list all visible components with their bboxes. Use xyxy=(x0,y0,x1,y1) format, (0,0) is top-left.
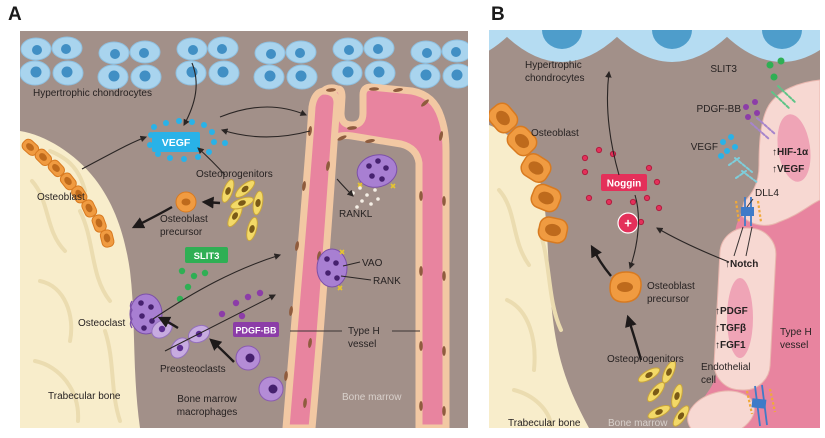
panel-a-diagram: VEGF SLIT3 PDGF-BB xyxy=(20,31,468,428)
panel-a-vao-cell xyxy=(316,248,348,291)
pdgfbb-receptor xyxy=(750,117,776,140)
panel-a-vao-cell-top xyxy=(356,154,398,189)
hypertrophic-chondrocytes-label: Hypertrophic chondrocytes xyxy=(33,88,152,99)
panel-a-preosteoclast-cells xyxy=(151,319,211,359)
noggin-label: Noggin xyxy=(607,179,641,190)
type-h-vessel-label-l2: vessel xyxy=(348,339,376,350)
hypertrophic-chondrocytes-label-l2: chondrocytes xyxy=(525,73,584,84)
trabecular-bone-label: Trabecular bone xyxy=(48,391,121,402)
vegf-box xyxy=(152,132,200,152)
endothelial-cell-label-l1: Endothelial xyxy=(701,362,750,373)
osteoprogenitors-label: Osteoprogenitors xyxy=(196,169,273,180)
slit3-ligand-dots xyxy=(766,57,785,81)
panel-a-vessel-wall-nuclei xyxy=(284,87,446,416)
vegf-label: VEGF xyxy=(691,142,718,153)
slit3-box xyxy=(185,247,228,263)
hif1a-up-label: ↑HIF-1α xyxy=(772,147,809,158)
preosteoclasts-label: Preosteoclasts xyxy=(160,364,226,375)
bone-marrow-macrophages-label-l2: macrophages xyxy=(177,407,238,418)
dll4-label: DLL4 xyxy=(755,188,779,199)
panel-a-thick-arrows xyxy=(131,196,235,363)
plus-label: + xyxy=(624,216,632,231)
osteoblast-precursor-label-l1: Osteoblast xyxy=(647,281,695,292)
bone-marrow-label: Bone marrow xyxy=(608,418,668,428)
type-h-vessel-label-l1: Type H xyxy=(348,326,380,337)
panel-b-trabecular-bone xyxy=(489,125,589,428)
slit3-label: SLIT3 xyxy=(710,64,737,75)
slit3-label: SLIT3 xyxy=(194,251,220,262)
osteoclast-label: Osteoclast xyxy=(78,318,125,329)
plus-badge: + xyxy=(617,212,639,234)
panel-b-osteoblast-precursor-cell xyxy=(609,271,642,303)
panel-b-endothelial-cell xyxy=(713,227,777,391)
pdgf-bb-label: PDGF-BB xyxy=(236,326,277,336)
panel-a-osteoblast-precursor-cell xyxy=(175,191,197,213)
rank-receptor-marks xyxy=(337,249,345,291)
type-h-vessel-label-l1: Type H xyxy=(780,327,812,338)
pdgf-bb-box xyxy=(233,322,279,337)
hypertrophic-chondrocytes-label-l1: Hypertrophic xyxy=(525,60,582,71)
trabecular-bone-label: Trabecular bone xyxy=(508,418,581,428)
panel-a-letter: A xyxy=(8,4,22,25)
bone-marrow-macrophages-label-l1: Bone marrow xyxy=(177,394,237,405)
osteoblast-precursor-label-l1: Osteoblast xyxy=(160,214,208,225)
bone-marrow-label: Bone marrow xyxy=(342,392,402,403)
panel-b-letter: B xyxy=(491,4,505,25)
endothelial-junction-bottom xyxy=(745,384,777,427)
pdgfbb-ligand-dots xyxy=(743,99,760,120)
panel-a-arrows xyxy=(81,62,372,352)
vegf-label: VEGF xyxy=(162,137,191,149)
tgfb-up-label: ↑TGFβ xyxy=(715,323,746,334)
pdgf-bb-label: PDGF-BB xyxy=(697,104,742,115)
panel-a-trabecular-bone xyxy=(20,131,140,428)
panel-b-endothelial-tip-cell xyxy=(740,79,820,226)
osteoblast-label: Osteoblast xyxy=(531,128,579,139)
rank-receptor-marks xyxy=(357,182,396,189)
pdgf-up-label: ↑PDGF xyxy=(715,306,748,317)
vao-label: VAO xyxy=(362,258,383,269)
panel-b-thick-arrows xyxy=(590,244,643,361)
panel-b-diagram: Noggin + xyxy=(489,30,820,428)
noggin-box xyxy=(601,174,647,191)
vegf-ligand-dots xyxy=(718,134,738,159)
panel-a-bone-marrow-macrophage-cells xyxy=(235,345,284,402)
panel-a-vegf-dots xyxy=(147,118,228,162)
osteoblast-label: Osteoblast xyxy=(37,192,85,203)
panel-a-pdgfbb-dots xyxy=(218,289,264,320)
osteoblast-precursor-label-l2: precursor xyxy=(647,294,690,305)
rankl-label: RANKL xyxy=(339,209,373,220)
panel-b-hypertrophic-chondrocytes-cells xyxy=(489,30,820,62)
ruffled-border xyxy=(129,300,133,329)
endothelial-cell-label-l2: cell xyxy=(701,375,716,386)
vegf-up-label: ↑VEGF xyxy=(772,164,804,175)
dll4-pointer-lines xyxy=(746,198,754,208)
slit3-receptor xyxy=(771,85,797,110)
rank-label: RANK xyxy=(373,276,401,287)
vegf-receptors xyxy=(728,157,759,184)
fgf1-up-label: ↑FGF1 xyxy=(715,340,746,351)
notch-up-label: ↑Notch xyxy=(725,259,758,270)
type-h-vessel-label-l2: vessel xyxy=(780,340,808,351)
panel-a-type-h-vessel xyxy=(282,83,450,428)
osteoprogenitors-label: Osteoprogenitors xyxy=(607,354,684,365)
osteoblast-precursor-label-l2: precursor xyxy=(160,227,203,238)
panel-a-osteoclast-cell xyxy=(129,293,163,335)
panel-b-arrows xyxy=(605,70,730,270)
